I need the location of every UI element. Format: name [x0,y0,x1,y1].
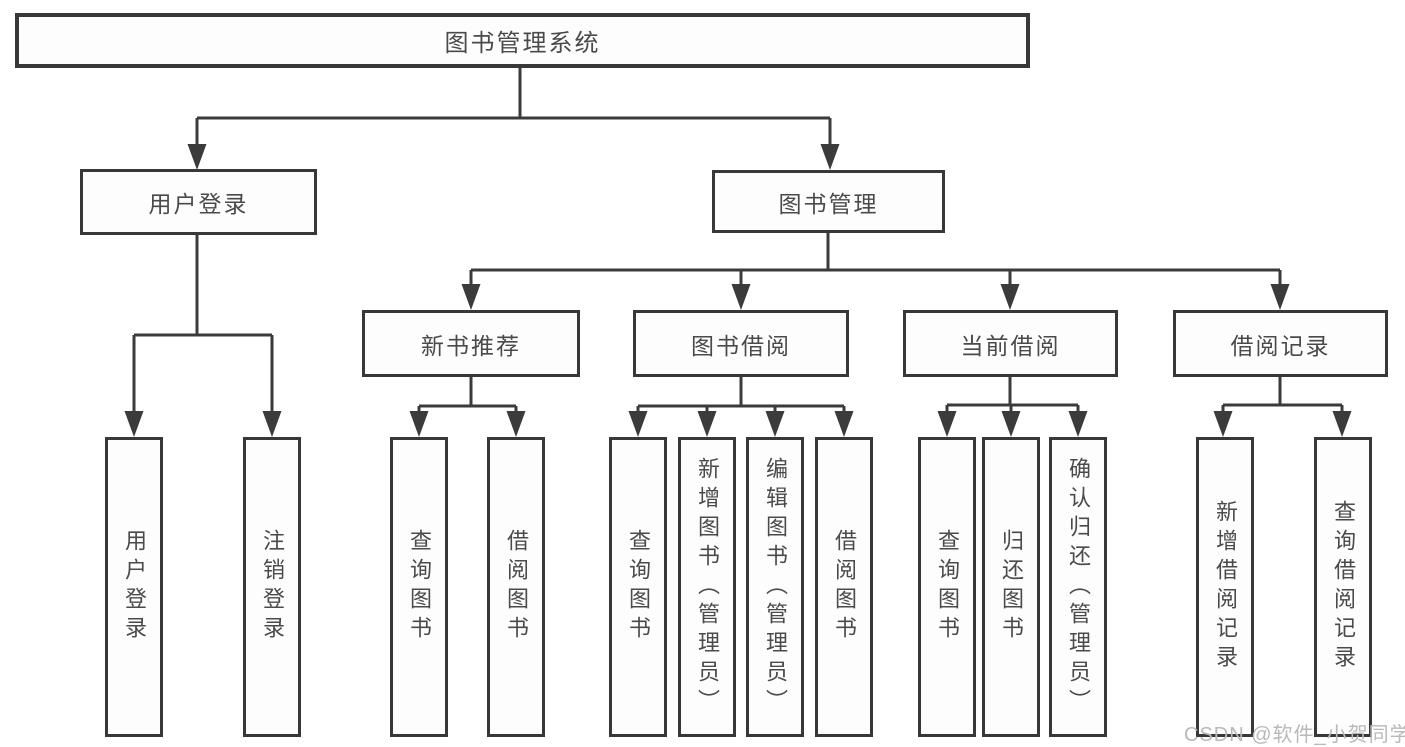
leaf-newbook-borrow-books: 借阅图书 [487,437,545,737]
leaf-borrowing-query-books: 查询图书 [609,437,667,737]
node-current-borrowing: 当前借阅 [903,310,1118,377]
leaf-borrowing-add-books-admin: 新增图书（管理员） [678,437,736,737]
leaf-borrowing-borrow-books: 借阅图书 [815,437,873,737]
leaf-records-add-record: 新增借阅记录 [1196,437,1254,737]
node-borrow-records: 借阅记录 [1173,310,1388,377]
leaf-records-query-record: 查询借阅记录 [1314,437,1372,737]
leaf-user-login: 用户登录 [105,437,163,737]
node-new-book-recommend: 新书推荐 [362,310,580,377]
node-book-management: 图书管理 [712,170,945,233]
node-book-borrowing: 图书借阅 [633,310,849,377]
leaf-borrowing-edit-books-admin: 编辑图书（管理员） [746,437,804,737]
leaf-logout-login: 注销登录 [243,437,301,737]
leaf-current-confirm-return-admin: 确认归还（管理员） [1049,437,1107,737]
leaf-current-query-books: 查询图书 [918,437,976,737]
leaf-newbook-query-books: 查询图书 [390,437,448,737]
csdn-watermark: CSDN @软件_小贺同学 [1184,724,1405,746]
leaf-current-return-books: 归还图书 [982,437,1040,737]
node-library-management-system: 图书管理系统 [15,13,1030,68]
node-user-login: 用户登录 [80,169,317,235]
